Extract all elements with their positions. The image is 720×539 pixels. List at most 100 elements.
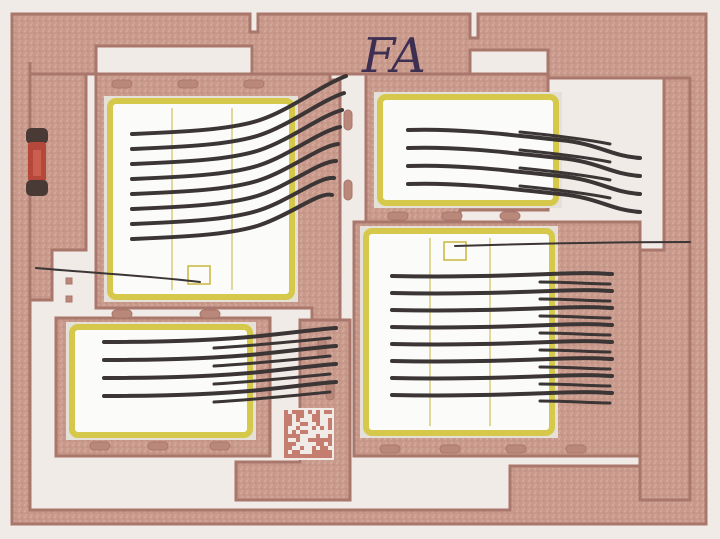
datamatrix-cell xyxy=(324,410,328,414)
bond-wire xyxy=(390,339,614,347)
datamatrix-cell xyxy=(288,446,292,450)
datamatrix-cell xyxy=(300,422,304,426)
datamatrix-cell xyxy=(312,454,316,458)
datamatrix-cell xyxy=(296,418,300,422)
datamatrix-cell xyxy=(316,410,320,414)
datamatrix-cell xyxy=(328,438,332,442)
bond-wire xyxy=(130,159,338,211)
datamatrix-cell xyxy=(328,454,332,458)
datamatrix-cell xyxy=(284,446,288,450)
bond-wire xyxy=(538,365,612,371)
bond-wire xyxy=(538,331,612,337)
bond-wire xyxy=(390,322,614,330)
datamatrix-cell xyxy=(316,438,320,442)
bond-wires xyxy=(35,74,691,405)
datamatrix-cell xyxy=(328,450,332,454)
datamatrix-cell xyxy=(328,426,332,430)
datamatrix-cell xyxy=(292,434,296,438)
datamatrix-cell xyxy=(288,442,292,446)
datamatrix-cell xyxy=(304,422,308,426)
datamatrix-cell xyxy=(312,418,316,422)
datamatrix-cell xyxy=(284,410,288,414)
datamatrix-cell xyxy=(304,454,308,458)
bond-wire xyxy=(130,175,336,226)
datamatrix-cell xyxy=(324,450,328,454)
datamatrix-cell xyxy=(284,442,288,446)
datamatrix-cell xyxy=(328,422,332,426)
datamatrix-cell xyxy=(300,410,304,414)
semiconductor-dies xyxy=(66,92,562,440)
datamatrix-cell xyxy=(316,418,320,422)
datamatrix-cell xyxy=(328,410,332,414)
datamatrix-cell xyxy=(300,446,304,450)
bond-wire xyxy=(518,166,612,182)
datamatrix-cell xyxy=(320,454,324,458)
datamatrix-cell xyxy=(328,442,332,446)
datamatrix-cell xyxy=(284,434,288,438)
datamatrix-cell xyxy=(288,434,292,438)
datamatrix-cell xyxy=(312,414,316,418)
datamatrix-cell xyxy=(312,438,316,442)
datamatrix-cell xyxy=(300,414,304,418)
bond-wire xyxy=(130,192,334,241)
datamatrix-cell xyxy=(284,450,288,454)
bond-wire xyxy=(130,74,348,136)
datamatrix-cell xyxy=(296,426,300,430)
bond-wire xyxy=(538,314,612,320)
bond-wire xyxy=(102,380,338,398)
bond-wire xyxy=(390,271,614,279)
datamatrix-cell xyxy=(316,414,320,418)
datamatrix-cell xyxy=(324,438,328,442)
datamatrix-cell xyxy=(284,422,288,426)
bond-wire xyxy=(130,142,340,196)
bond-wire xyxy=(538,297,612,303)
datamatrix-cell xyxy=(324,446,328,450)
bond-wire xyxy=(102,326,338,344)
bond-wire xyxy=(406,145,642,178)
datamatrix-cell xyxy=(320,442,324,446)
bond-wire xyxy=(102,362,338,380)
bond-wire xyxy=(390,390,614,398)
datamatrix-cell xyxy=(324,454,328,458)
smd-resistor xyxy=(26,128,48,196)
datamatrix-cell xyxy=(288,418,292,422)
bond-wire xyxy=(406,181,642,214)
datamatrix-cell xyxy=(316,442,320,446)
datamatrix-cell xyxy=(292,454,296,458)
datamatrix-cell xyxy=(320,438,324,442)
bond-wire xyxy=(538,348,612,354)
datamatrix-cell xyxy=(308,454,312,458)
datamatrix-cell xyxy=(284,414,288,418)
datamatrix-cell xyxy=(328,434,332,438)
bond-wire xyxy=(406,163,642,196)
die-top-left xyxy=(104,96,298,302)
datamatrix-cell xyxy=(316,434,320,438)
gate-wire xyxy=(454,241,691,247)
bond-wire xyxy=(130,108,344,166)
datamatrix-cell xyxy=(296,414,300,418)
bond-wire xyxy=(518,184,612,200)
bond-wire xyxy=(390,305,614,313)
copper-right-bus xyxy=(638,76,692,502)
datamatrix-cell xyxy=(284,430,288,434)
handwritten-marking: FA xyxy=(361,28,426,84)
datamatrix-cell xyxy=(308,410,312,414)
datamatrix-cell xyxy=(288,422,292,426)
datamatrix-cell xyxy=(292,442,296,446)
datamatrix-cell xyxy=(316,422,320,426)
datamatrix-cell xyxy=(312,450,316,454)
datamatrix-code xyxy=(282,408,334,460)
bond-wire xyxy=(538,280,612,286)
datamatrix-cell xyxy=(296,454,300,458)
datamatrix-cell xyxy=(296,450,300,454)
bond-wire xyxy=(212,336,332,350)
datamatrix-cell xyxy=(320,446,324,450)
datamatrix-cell xyxy=(304,430,308,434)
die-bottom-right xyxy=(360,226,558,438)
datamatrix-cell xyxy=(292,450,296,454)
bond-wire xyxy=(406,127,642,160)
bond-wire xyxy=(102,344,338,362)
bond-wire xyxy=(390,356,614,364)
